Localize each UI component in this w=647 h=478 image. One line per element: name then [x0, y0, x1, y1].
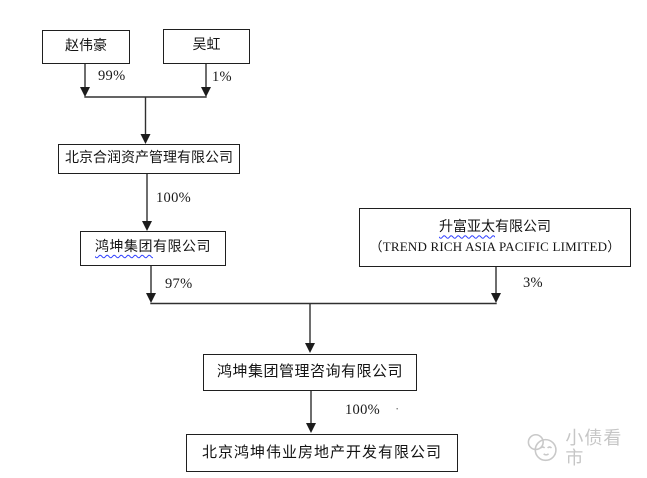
watermark-logo-icon — [527, 433, 557, 462]
node-beijing-herun: 北京合润资产管理有限公司 — [58, 144, 240, 174]
node-hongkun-group-label: 鸿坤集团有限公司 — [95, 239, 211, 258]
edge-label-1pct: 1% — [212, 69, 232, 85]
edge-label-97pct: 97% — [165, 276, 193, 292]
edge-label-3pct: 3% — [523, 275, 543, 291]
hongkun-underlined-text: 鸿坤集团 — [95, 240, 153, 256]
node-beijing-hongkun-weiye-label: 北京鸿坤伟业房地产开发有限公司 — [201, 444, 442, 461]
node-wu-hong-label: 吴虹 — [192, 38, 221, 54]
watermark-text: 小债看市 — [565, 428, 623, 468]
node-zhao-weihao-label: 赵伟豪 — [65, 38, 107, 54]
node-wu-hong: 吴虹 — [163, 29, 250, 64]
node-trend-rich-asia: 升富亚太有限公司 （TREND RICH ASIA PACIFIC LIMITE… — [359, 208, 631, 267]
node-hongkun-consulting: 鸿坤集团管理咨询有限公司 — [203, 354, 417, 391]
node-hongkun-consulting-label: 鸿坤集团管理咨询有限公司 — [216, 364, 403, 381]
node-beijing-herun-label: 北京合润资产管理有限公司 — [65, 150, 233, 166]
node-hongkun-group: 鸿坤集团有限公司 — [80, 231, 226, 266]
trend-rich-cn-rest: 有限公司 — [495, 220, 551, 236]
trend-rich-en-label: （TREND RICH ASIA PACIFIC LIMITED） — [369, 239, 621, 255]
trend-rich-cn-label: 升富亚太有限公司 — [439, 219, 551, 238]
node-beijing-hongkun-weiye: 北京鸿坤伟业房地产开发有限公司 — [186, 434, 458, 472]
edge-label-99pct: 99% — [98, 68, 126, 84]
stray-mark: · — [395, 401, 400, 416]
watermark: 小债看市 — [524, 428, 640, 468]
node-zhao-weihao: 赵伟豪 — [42, 30, 130, 64]
edge-label-100pct-top: 100% — [156, 190, 192, 206]
trend-rich-underlined-text: 升富亚太 — [439, 220, 495, 236]
edge-label-100pct-bottom: 100% — [345, 402, 381, 418]
hongkun-rest-text: 有限公司 — [153, 240, 211, 256]
